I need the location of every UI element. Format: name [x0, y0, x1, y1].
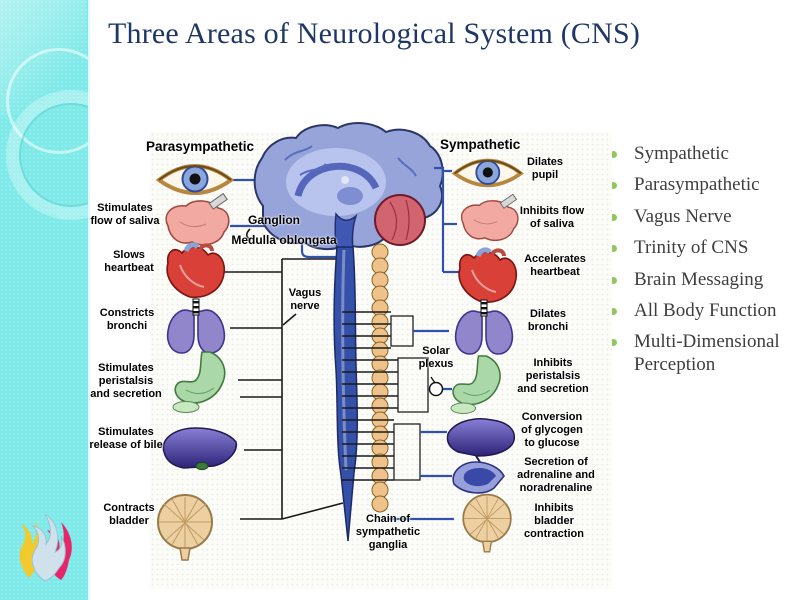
bullet-icon — [610, 245, 617, 253]
organ-function-label: Stimulates peristalsis and secretion — [90, 362, 162, 400]
organ-function-label: Inhibits bladder contraction — [524, 502, 584, 540]
organ-function-label: Slows heartbeat — [104, 249, 154, 274]
organ-function-label: Conversion of glycogen to glucose — [521, 411, 583, 449]
parasympathetic-heading: Parasympathetic — [146, 139, 255, 154]
bullet-icon — [610, 213, 617, 221]
heart-left-illustration — [167, 245, 224, 297]
sympathetic-nerve-lines — [388, 166, 459, 521]
sidebar-decoration — [0, 0, 90, 600]
organ-function-label: Dilates bronchi — [527, 308, 569, 333]
liver-right-illustration — [446, 417, 516, 463]
organ-function-label: Inhibits peristalsis and secretion — [517, 357, 589, 395]
salivary-gland-right-illustration — [460, 193, 519, 242]
organ-function-label: Stimulates flow of saliva — [90, 202, 160, 227]
bullet-icon — [610, 308, 617, 316]
bladder-left-illustration — [157, 494, 213, 561]
lungs-right-illustration — [454, 299, 514, 355]
list-item: Trinity of CNS — [608, 237, 794, 259]
flame-logo-icon — [19, 513, 72, 582]
organ-function-label: Contracts bladder — [103, 502, 155, 527]
cerebellum-illustration — [374, 194, 426, 246]
bullet-list: Sympathetic Parasympathetic Vagus Nerve … — [608, 143, 794, 385]
ganglion-label: Ganglion — [248, 213, 300, 227]
liver-left-illustration — [162, 427, 238, 471]
sympathetic-chain-illustration — [371, 243, 389, 513]
bullet-icon — [610, 182, 617, 190]
adrenal-gland-illustration — [452, 461, 505, 494]
list-item: Multi-Dimensional Perception — [608, 331, 794, 376]
slide-title: Three Areas of Neurological System (CNS) — [108, 17, 641, 50]
organ-function-label: Dilates pupil — [526, 156, 564, 181]
list-item: All Body Function — [608, 300, 794, 322]
spinal-cord-illustration — [333, 246, 358, 542]
list-item: Parasympathetic — [608, 174, 794, 196]
medulla-oblongata-label: Medulla oblongata — [231, 233, 337, 247]
lungs-left-illustration — [166, 298, 226, 354]
organ-function-label: Stimulates release of bile — [89, 426, 163, 451]
bullet-icon — [610, 151, 617, 158]
sympathetic-chain-label: Chain of sympathetic ganglia — [355, 513, 421, 551]
brain-illustration — [253, 122, 444, 251]
circle-ring-icon — [8, 92, 88, 218]
organ-function-label: Inhibits flow of saliva — [519, 205, 585, 230]
eye-left-illustration — [157, 164, 233, 195]
solar-plexus-label: Solar plexus — [418, 345, 454, 370]
organ-function-label: Constricts bronchi — [99, 307, 155, 332]
heart-right-illustration — [459, 250, 516, 302]
bullet-icon — [610, 276, 617, 284]
bladder-right-illustration — [462, 493, 512, 553]
sympathetic-heading: Sympathetic — [440, 137, 521, 152]
bullet-icon — [610, 339, 617, 347]
solar-plexus-node — [428, 381, 444, 397]
list-item: Brain Messaging — [608, 269, 794, 291]
list-item: Vagus Nerve — [608, 206, 794, 228]
ganglia-group-brackets — [390, 315, 429, 481]
stomach-left-illustration — [172, 351, 226, 414]
organ-function-label: Accelerates heartbeat — [524, 253, 586, 278]
brainstem-illustration — [334, 212, 358, 251]
vagus-nerve-label: Vagus nerve — [288, 287, 322, 312]
solar-plexus-pointer — [430, 376, 436, 384]
organ-function-label: Secretion of adrenaline and noradrenalin… — [517, 456, 595, 494]
spinal-nerve-ladder-lines — [342, 311, 398, 481]
eye-right-illustration — [452, 158, 523, 188]
list-item: Sympathetic — [608, 143, 794, 165]
salivary-gland-left-illustration — [165, 192, 230, 246]
